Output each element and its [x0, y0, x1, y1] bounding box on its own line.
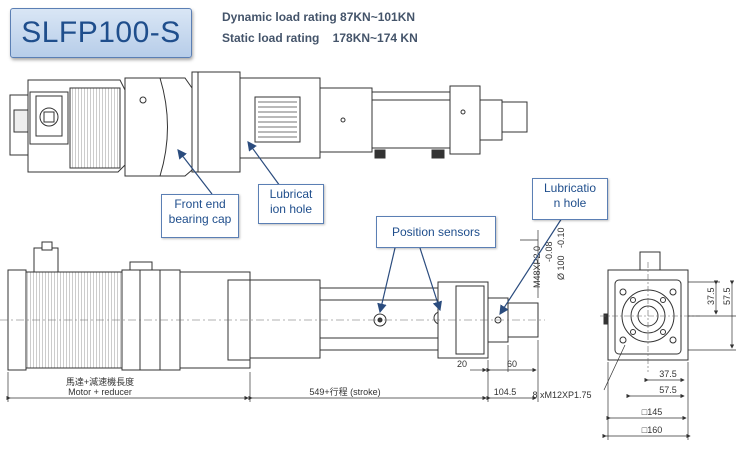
callout-front-end-bearing-cap: Front end bearing cap — [161, 194, 239, 238]
side-dimension-lines — [6, 230, 539, 402]
thread-spec: M48XP2.0 — [532, 246, 542, 288]
top-tube-1 — [319, 87, 373, 153]
tolerance-upper: -0.08 — [544, 241, 554, 262]
end-dimension-lines — [602, 280, 736, 440]
top-view — [9, 71, 528, 177]
top-front-flange — [449, 85, 481, 155]
static-load-rating: Static load rating 178KN~174 KN — [222, 31, 418, 45]
motor-reducer-en: Motor + reducer — [68, 387, 132, 397]
callout-lubrication-hole-b: Lubricatio n hole — [532, 178, 608, 220]
end-dim-57-5-v: 57.5 — [722, 287, 732, 305]
callout-lub-a-line1: Lubricat — [269, 187, 313, 201]
end-dim-37-5-h: 37.5 — [659, 369, 677, 379]
bolt-spec: 8 xM12XP1.75 — [532, 390, 591, 400]
top-tube-2 — [371, 91, 451, 149]
callout-lubrication-hole-a: Lubricat ion hole — [258, 184, 324, 224]
side-connector — [33, 247, 59, 273]
end-connector — [639, 251, 661, 271]
top-reducer — [124, 77, 193, 177]
square-145: □145 — [642, 407, 662, 417]
dim-104-5: 104.5 — [494, 387, 517, 397]
model-title-box: SLFP100-S — [10, 8, 192, 58]
tolerance-lower: -0.10 — [556, 227, 566, 248]
callout-front-end-line2: bearing cap — [168, 212, 232, 226]
motor-reducer-cn: 馬達+減速機長度 — [66, 376, 134, 387]
side-view — [0, 241, 545, 371]
end-dim-57-5-h: 57.5 — [659, 385, 677, 395]
side-front-flange — [437, 281, 489, 359]
top-rod-neck — [479, 99, 503, 141]
dim-60: 60 — [507, 359, 517, 369]
callout-lub-b-line1: Lubricatio — [543, 181, 597, 195]
callout-lub-a-line2: ion hole — [269, 202, 313, 216]
diameter: Ø 100 — [556, 255, 566, 280]
side-motor-fins — [25, 271, 123, 369]
callout-front-end-line1: Front end — [174, 197, 226, 211]
end-dim-37-5-v: 37.5 — [706, 287, 716, 305]
dynamic-load-rating: Dynamic load rating 87KN~101KN — [222, 10, 416, 24]
top-rod-end — [501, 101, 528, 133]
square-160: □160 — [642, 425, 662, 435]
dim-20: 20 — [457, 359, 467, 369]
callout-position-sensors: Position sensors — [376, 216, 496, 248]
top-gear-block — [191, 71, 241, 173]
stroke-dimension: 549+行程 (stroke) — [309, 386, 380, 397]
callout-position-sensors-label: Position sensors — [391, 225, 481, 239]
end-view — [600, 251, 700, 372]
model-title: SLFP100-S — [21, 16, 181, 49]
callout-lub-b-line2: n hole — [553, 196, 587, 210]
callout-arrows — [177, 141, 563, 316]
side-adapter — [249, 279, 321, 359]
